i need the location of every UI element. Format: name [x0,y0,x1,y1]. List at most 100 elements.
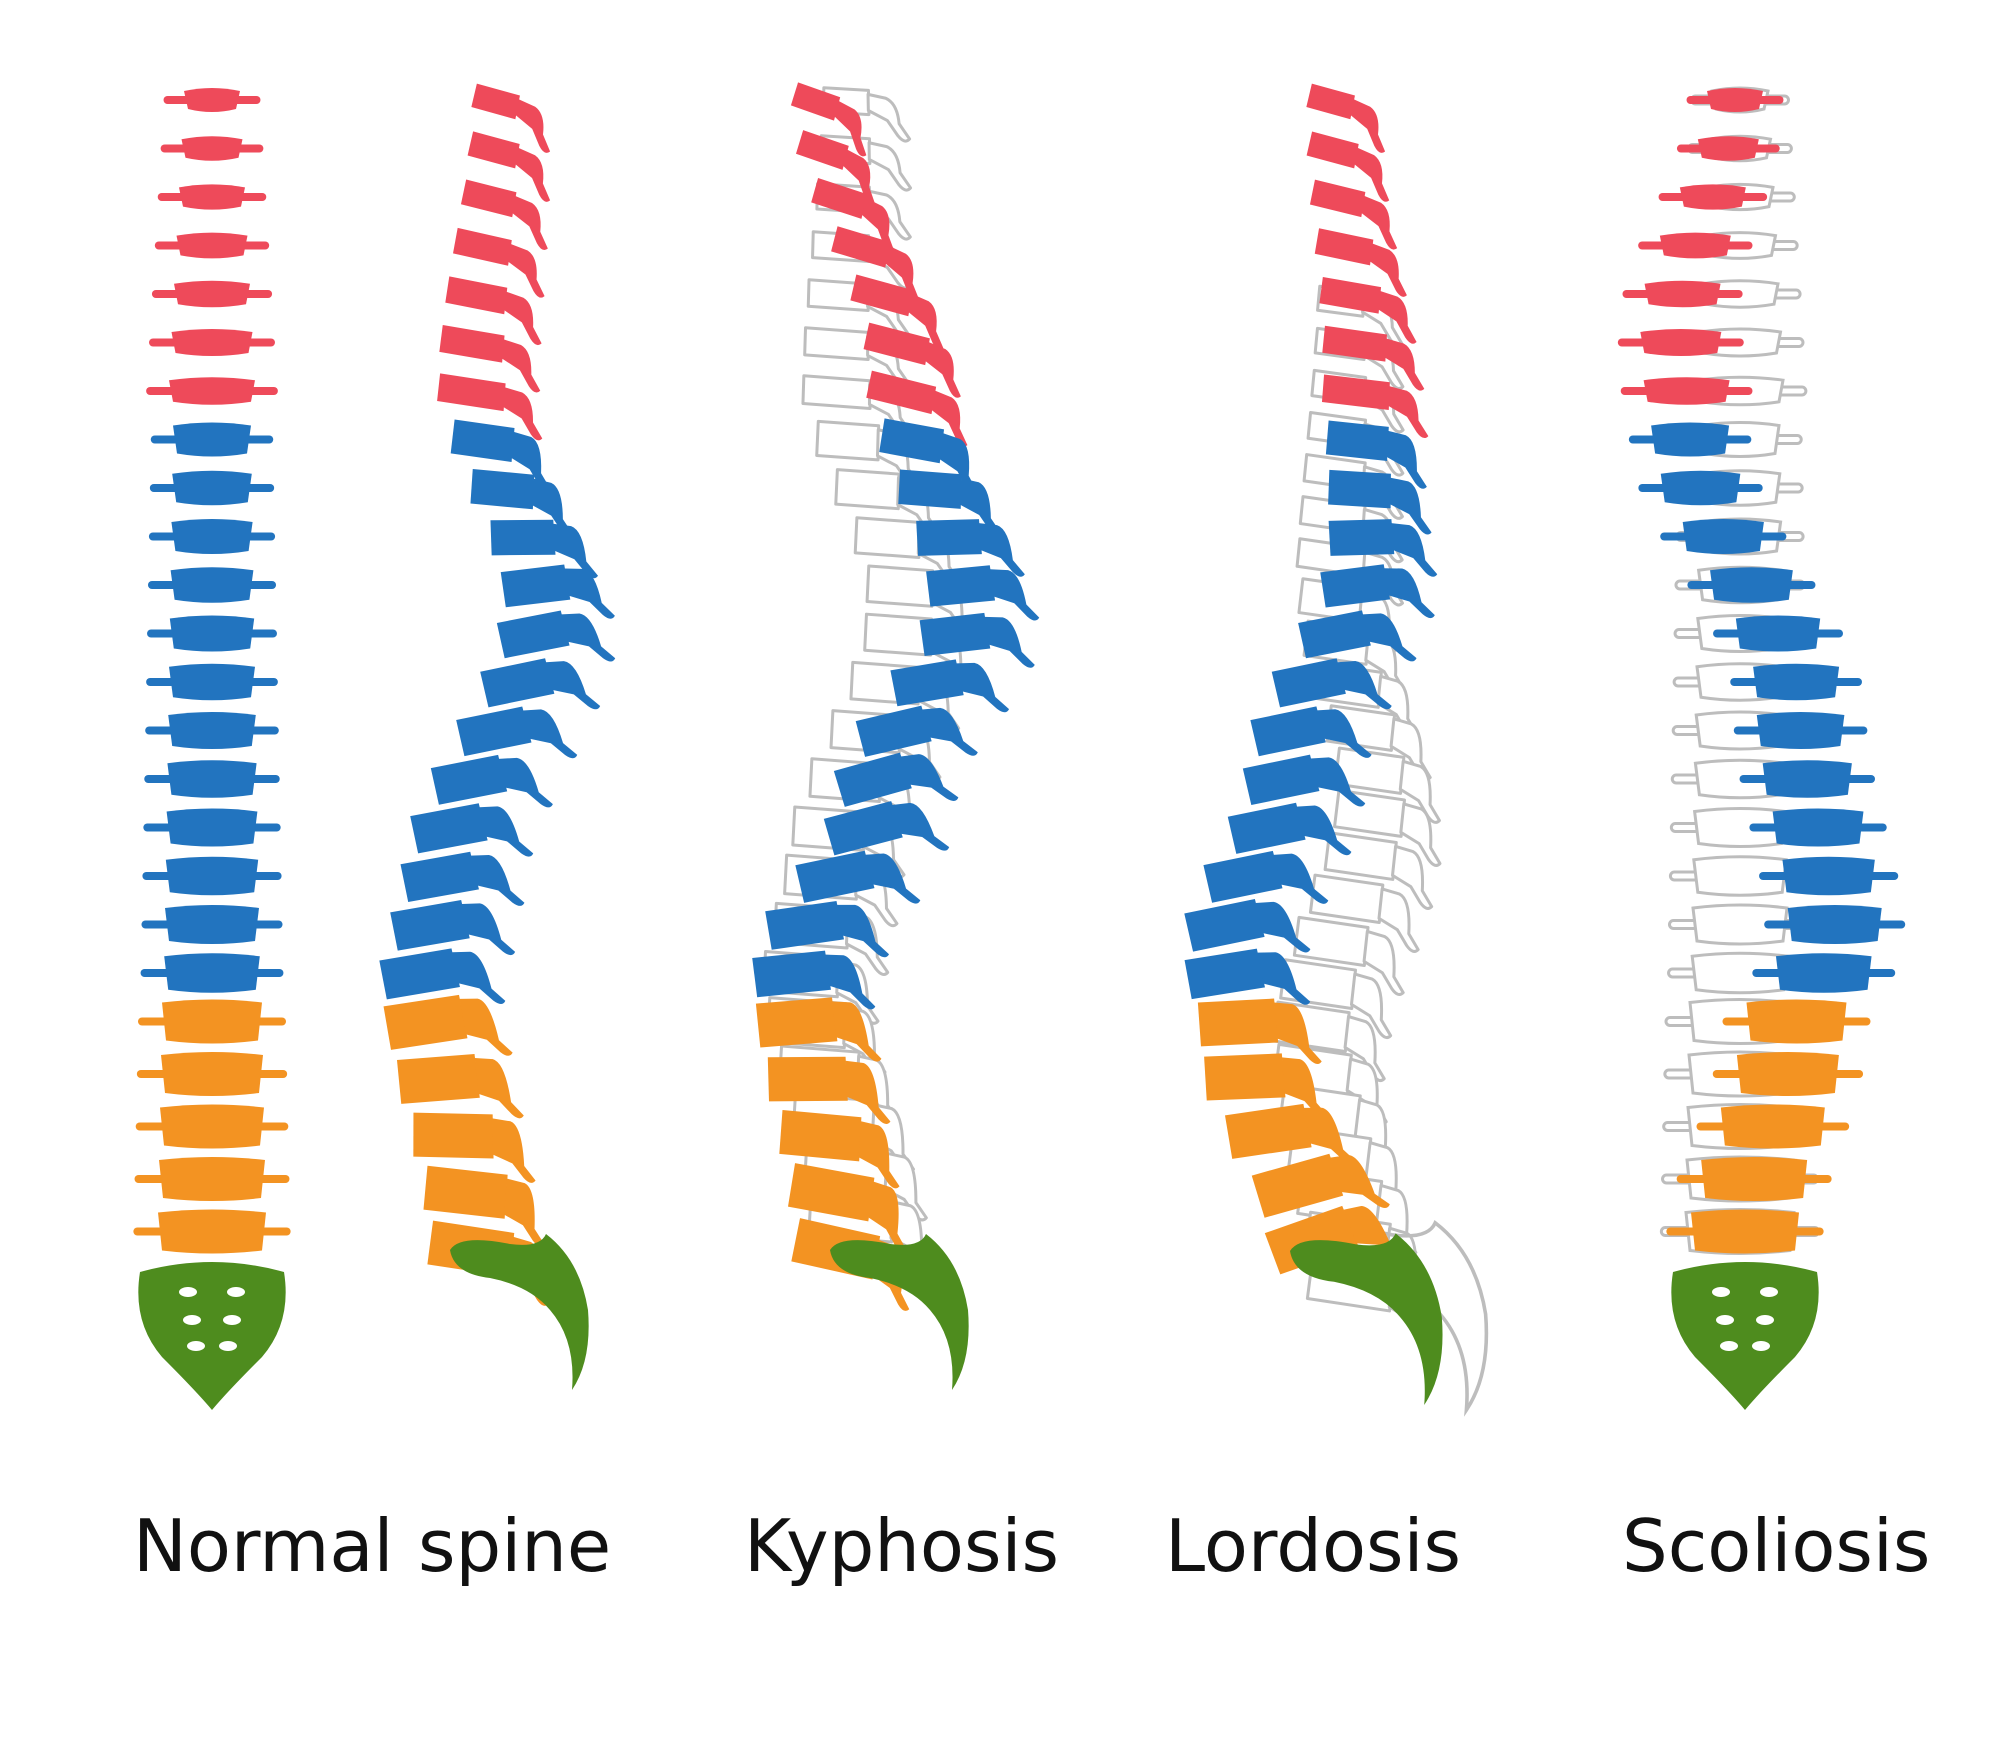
vertebra-lumbar [787,1163,907,1252]
vertebra-thoracic [1298,610,1417,662]
vertebra-thoracic [145,712,279,749]
vertebra-thoracic [1328,519,1438,577]
vertebra-lumbar [136,1052,288,1096]
vertebra-thoracic [379,948,506,1005]
vertebra-lumbar [1712,1052,1864,1096]
vertebra-cervical [149,329,275,356]
vertebra-thoracic [1203,850,1329,904]
vertebra-thoracic [1271,658,1392,710]
sacral-foramen [1712,1287,1730,1297]
vertebra-cervical [1322,325,1425,391]
sacrum [450,1234,589,1390]
sacrum [1671,1262,1819,1410]
vertebra-cervical [850,274,944,350]
vertebra-cervical [863,322,961,398]
vertebra-thoracic [143,808,281,847]
sacral-foramen [223,1315,241,1325]
vertebra-lumbar [1676,1157,1832,1201]
vertebra-lumbar [1251,1153,1390,1218]
vertebra-thoracic [1739,760,1876,798]
vertebra-lumbar [755,997,882,1062]
vertebra-cervical [1638,232,1753,259]
normal-spine-side-view [379,83,616,1390]
vertebra-cervical [1314,228,1407,297]
vertebra-thoracic [916,519,1025,577]
vertebra-cervical [460,179,548,250]
vertebra-lumbar [767,1056,891,1124]
vertebra-thoracic [1638,470,1763,506]
label-spine: spine [418,1504,612,1588]
vertebra-lumbar [779,1109,900,1189]
vertebra-thoracic [142,856,282,896]
sacral-foramen [187,1341,205,1351]
label-kyphosis: Kyphosis [744,1504,1059,1588]
vertebra-thoracic [919,612,1035,668]
vertebra-cervical [445,276,542,346]
reference-vertebra-outline [1323,831,1434,910]
sacral-foramen [1752,1341,1770,1351]
vertebra-cervical [160,136,264,161]
vertebra-thoracic [879,418,978,494]
vertebra-thoracic [1328,469,1432,535]
sacral-foramen [179,1287,197,1297]
vertebra-thoracic [490,519,599,579]
vertebra-thoracic [1713,615,1843,652]
vertebra-lumbar [133,1209,291,1254]
vertebra-cervical [790,82,867,157]
vertebra-cervical [1306,131,1390,202]
vertebra-cervical [1686,88,1784,112]
vertebra-lumbar [423,1165,545,1247]
vertebra-cervical [1309,179,1398,250]
vertebra-thoracic [141,905,283,944]
normal-spine-front-view [133,88,291,1410]
vertebra-cervical [811,178,895,254]
vertebra-lumbar [1204,1053,1329,1120]
vertebra-thoracic [149,470,275,506]
vertebra-thoracic [1733,712,1868,749]
sacral-foramen [219,1341,237,1351]
vertebra-thoracic [1749,808,1887,847]
vertebra-thoracic [823,801,950,856]
vertebra-thoracic [1325,420,1427,489]
reference-vertebra-outline [1308,873,1420,953]
vertebra-thoracic [1250,706,1372,758]
vertebra-lumbar [396,1054,524,1119]
vertebra-cervical [439,324,541,393]
vertebra-cervical [831,226,920,302]
vertebra-thoracic [456,706,578,759]
label-lordosis: Lordosis [1165,1504,1462,1588]
sacrum [138,1262,286,1410]
vertebra-cervical [1658,184,1768,210]
label-scoliosis: Scoliosis [1622,1504,1931,1588]
reference-vertebra-outline [1668,855,1812,897]
vertebra-thoracic [150,422,274,457]
vertebra-cervical [437,373,543,441]
kyphosis-spine [752,82,1040,1390]
vertebra-lumbar [1696,1104,1850,1149]
vertebra-thoracic [144,760,280,798]
vertebra-cervical [1620,377,1753,405]
vertebra-thoracic [146,663,278,701]
vertebra-cervical [146,377,278,405]
vertebra-thoracic [140,953,284,993]
vertebra-thoracic [833,752,959,807]
vertebra-lumbar [134,1157,290,1201]
vertebra-thoracic [480,658,601,710]
vertebra-lumbar [1197,998,1322,1064]
vertebra-cervical [1306,83,1386,153]
vertebra-thoracic [1320,564,1435,619]
vertebra-thoracic [765,900,890,958]
vertebra-thoracic [1184,899,1311,953]
vertebra-thoracic [898,469,1002,536]
sacral-foramen [1720,1341,1738,1351]
vertebra-cervical [471,83,551,153]
vertebra-thoracic [430,754,553,808]
vertebra-thoracic [147,615,277,652]
scoliosis-spine [1617,86,1906,1410]
vertebra-thoracic [450,419,551,492]
vertebra-thoracic [1184,948,1311,1005]
vertebra-thoracic [1752,953,1896,993]
vertebra-thoracic [496,610,616,662]
vertebra-lumbar [1722,999,1871,1044]
vertebra-lumbar [383,994,513,1056]
